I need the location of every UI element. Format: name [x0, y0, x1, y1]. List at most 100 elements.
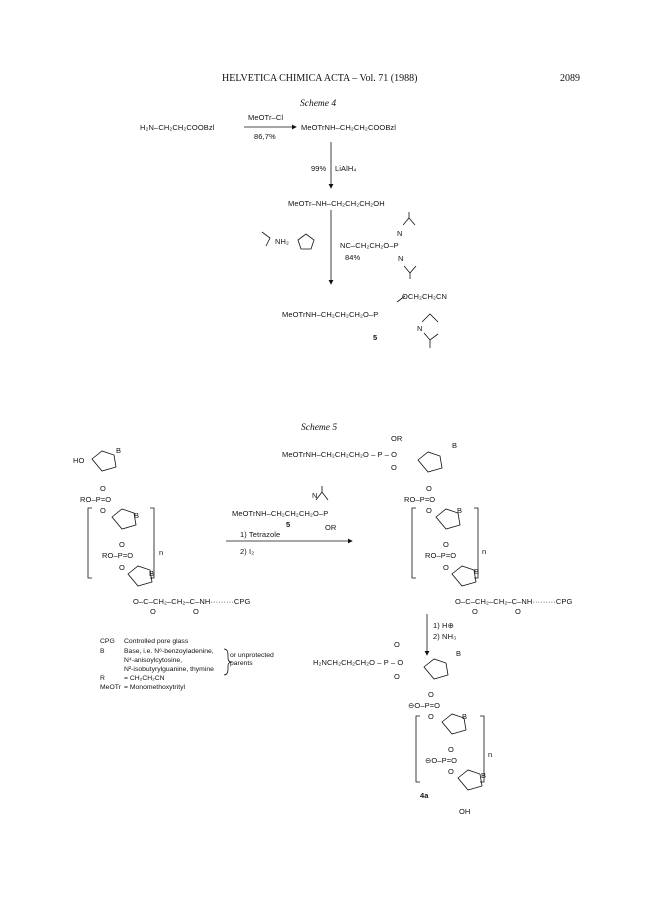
sm-phosphate-1: RO–P=O	[80, 495, 112, 504]
final-oh: OH	[459, 807, 471, 816]
scheme4-reagent-2: LiAlH₄	[335, 164, 357, 173]
legend-value-b3: N²-isobutyrylguanine, thymine	[124, 666, 214, 673]
scheme4-product-3-n: N	[417, 324, 423, 333]
final-top-o: O	[394, 672, 400, 681]
isopropyl-sketch-1	[261, 231, 271, 247]
step-iodine: 2) I₂	[240, 547, 255, 556]
reagent-n-label: N	[312, 491, 318, 500]
product-base-3: B	[474, 567, 480, 576]
product-sugar-2	[435, 508, 461, 530]
sm-o-3: O	[119, 540, 125, 549]
final-o-2: O	[428, 712, 434, 721]
sm-o-2: O	[100, 506, 106, 515]
product-top-o: O	[391, 463, 397, 472]
reagent-phosphoramidite: MeOTrNH–CH₂CH₂CH₂O–P	[232, 509, 329, 518]
scheme5-title: Scheme 5	[301, 423, 338, 433]
legend-key-b: B	[100, 648, 105, 655]
isopropyl-sketch-3	[403, 265, 417, 279]
legend-brace-note-1: or unprotected	[230, 652, 274, 659]
final-base-2: B	[462, 712, 468, 721]
final-o-3: O	[448, 745, 454, 754]
final-base-1: B	[456, 649, 462, 658]
sm-ho-label: HO	[73, 456, 85, 465]
product-linker: O–C–CH₂–CH₂–C–NH·········CPG	[455, 597, 573, 606]
scheme4-salt-label: NH₂	[275, 237, 290, 246]
scheme4-title: Scheme 4	[300, 99, 337, 109]
isopropyl-sketch-2	[402, 212, 416, 226]
sm-base-2: B	[134, 511, 140, 520]
running-title: HELVETICA CHIMICA ACTA – Vol. 71 (1988)	[222, 73, 418, 84]
scheme4-reagent-3-n-upper: N	[397, 229, 403, 238]
deprot-step-acid: 1) H⊕	[433, 621, 454, 630]
product-top-chain: MeOTrNH–CH₂CH₂CH₂O – P – O	[282, 450, 398, 459]
scheme4-start-material: H₂N–CH₂CH₂COOBzl	[140, 123, 215, 132]
scheme4-product-3: MeOTrNH–CH₂CH₂CH₂O–P	[282, 310, 379, 319]
bracket-right-product	[474, 507, 479, 579]
bracket-right-sm	[150, 507, 155, 579]
bracket-left-sm	[87, 507, 92, 579]
sugar-ring-1	[91, 450, 117, 472]
bracket-left-final	[415, 715, 420, 783]
legend-value-cpg: Controlled pore glass	[124, 638, 189, 645]
isopropyl-sketch-4	[421, 313, 439, 348]
final-o-1: O	[428, 690, 434, 699]
product-base-1: B	[452, 441, 458, 450]
final-o-minus: O	[394, 640, 400, 649]
sm-base-1: B	[116, 446, 122, 455]
compound-5-label: 5	[373, 333, 378, 342]
final-sugar-3	[457, 769, 483, 791]
product-sugar-1	[417, 451, 443, 473]
product-linker-o-1: O	[472, 607, 478, 616]
product-o-4: O	[443, 563, 449, 572]
legend-value-r: = CH₂CH₂CN	[124, 675, 165, 682]
product-base-2: B	[457, 506, 463, 515]
sm-linker-o-1: O	[150, 607, 156, 616]
sm-phosphate-2: RO–P=O	[102, 551, 134, 560]
final-phosphate-1: ⊖O–P=O	[408, 701, 441, 710]
scheme4-reagent-3: NC–CH₂CH₂O–P	[340, 241, 399, 250]
final-o-4: O	[448, 767, 454, 776]
reagent-or: OR	[325, 523, 337, 532]
product-o-3: O	[443, 540, 449, 549]
sm-linker-o-2: O	[193, 607, 199, 616]
legend-brace-note-2: parents	[230, 660, 253, 667]
page-number: 2089	[560, 73, 580, 84]
scheme4-reagent-1: MeOTr–Cl	[248, 113, 284, 122]
triazole-ring	[297, 233, 315, 250]
final-sugar-2	[441, 713, 467, 735]
final-base-3: B	[481, 771, 487, 780]
product-or: OR	[391, 434, 403, 443]
deprot-step-ammonia: 2) NH₃	[433, 632, 457, 641]
sugar-ring-3	[127, 565, 153, 587]
sm-o-4: O	[119, 563, 125, 572]
step-tetrazole: 1) Tetrazole	[240, 530, 281, 539]
final-phosphate-2: ⊖O–P=O	[425, 756, 458, 765]
scheme4-product-3-substituent: OCH₂CH₂CN	[402, 292, 448, 301]
scheme4-reagent-3-n-lower: N	[398, 254, 404, 263]
sm-n-label: n	[159, 548, 164, 557]
product-linker-o-2: O	[515, 607, 521, 616]
final-n-label: n	[488, 750, 493, 759]
bond-p-o	[396, 295, 406, 303]
final-sugar-1	[423, 658, 449, 680]
legend-brace	[223, 648, 233, 676]
legend-key-r: R	[100, 675, 105, 682]
scheme4-yield-2: 99%	[311, 164, 327, 173]
scheme4-product-1: MeOTrNH–CH₂CH₂COOBzl	[301, 123, 397, 132]
sm-linker: O–C–CH₂–CH₂–C–NH·········CPG	[133, 597, 251, 606]
reagent-isopropyl	[315, 486, 329, 501]
final-number-4a: 4a	[420, 791, 429, 800]
reagent-number-5: 5	[286, 520, 291, 529]
legend-value-b2: N⁴-anisoylcytosine,	[124, 657, 183, 664]
product-o-2: O	[426, 506, 432, 515]
scheme4-yield-3: 84%	[345, 253, 361, 262]
sugar-ring-2	[111, 508, 137, 530]
sm-o-1: O	[100, 484, 106, 493]
scheme4-product-2: MeOTr–NH–CH₂CH₂CH₂OH	[288, 199, 385, 208]
legend-value-b: Base, i.e. N⁶-benzoyladenine,	[124, 648, 214, 655]
bracket-left-product	[411, 507, 416, 579]
product-o-1: O	[426, 484, 432, 493]
legend-value-meotr: = Monomethoxytrityl	[124, 684, 186, 691]
sm-base-3: B	[149, 569, 155, 578]
legend-key-meotr: MeOTr	[100, 684, 121, 691]
